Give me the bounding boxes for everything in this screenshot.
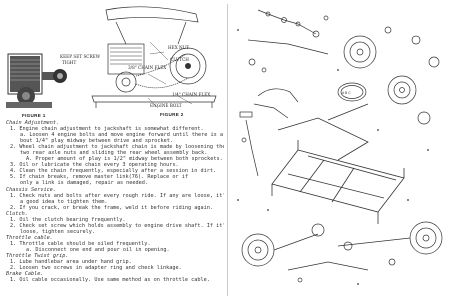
hex-nut-label: HEX NUT [168, 45, 190, 50]
instruction-line: a. Disconnect one end and pour oil in op… [26, 246, 170, 253]
instruction-line: 2. Loosen two screws in adapter ring and… [10, 265, 182, 272]
instruction-line: loose, tighten securely. [20, 228, 95, 235]
svg-text:A B C: A B C [342, 91, 351, 95]
right-page: A B C [228, 0, 450, 300]
instruction-line: Clutch. [6, 210, 28, 217]
instruction-line: bout 1/4" play midway between drive and … [20, 138, 174, 145]
left-page: KEEP SET SCREW TIGHT FIGURE 1 HEX NUT CL… [6, 6, 224, 283]
instruction-line: a good idea to tighten them. [20, 198, 108, 205]
instruction-line: Chassis Service. [6, 186, 56, 193]
instruction-line: 1. Engine chain adjustment to jackshaft … [10, 126, 204, 133]
instruction-line: Brake Cable. [6, 271, 44, 278]
instruction-line: Throttle cable. [6, 234, 53, 241]
figure-1-caption: FIGURE 1 [22, 113, 46, 118]
instruction-line: a. Loosen 4 engine bolts and move engine… [20, 132, 224, 139]
instruction-line: 1. Oil the clutch bearing frequently. [10, 216, 126, 223]
instruction-line: 1. Oil cable occasionally. Use same meth… [10, 277, 210, 284]
instruction-line: 4. Clean the chain frequently, especiall… [10, 168, 217, 175]
instruction-line: 2. Wheel chain adjustment to jackshaft c… [10, 144, 224, 151]
instruction-line: A. Proper amount of play is 1/2" midway … [26, 156, 223, 163]
exploded-parts-diagram: A B C [237, 9, 443, 285]
clutch-label: CLUTCH [170, 57, 189, 62]
keep-set-screw-label: KEEP SET SCREW [60, 54, 101, 59]
instruction-line: two rear axle nuts and sliding the rear … [20, 150, 208, 157]
instruction-line: 1. Check nuts and bolts after every roug… [10, 192, 224, 199]
instruction-line: 1. Lube handlebar area under hand grip. [10, 259, 132, 266]
instruction-line: Chain Adjustment. [6, 120, 60, 126]
instruction-line: 2. If you crack, or break the frame, wel… [10, 204, 214, 211]
tight-label: TIGHT [62, 60, 77, 65]
instruction-line: 1. Throttle cable should be oiled freque… [10, 240, 151, 247]
page-divider [227, 4, 228, 296]
engine-clutch-illustration [6, 53, 67, 108]
instruction-line: 5. If chain breaks, remove master link(7… [10, 174, 189, 181]
engine-bolt-label: ENGINE BOLT [150, 103, 182, 108]
chain-flex-2-label: 1/4" CHAIN FLEX [172, 92, 211, 97]
instruction-line: Throttle Twist grip. [6, 253, 69, 260]
chassis-chain-illustration [91, 6, 217, 109]
instruction-line: only a link is damaged, repair as needed… [20, 180, 149, 187]
instruction-line: 3. Oil or lubricate the chain every 3 op… [10, 162, 179, 169]
instruction-line: 2. Check set screw which holds assembly … [10, 222, 224, 229]
figure-2-caption: FIGURE 2 [160, 112, 184, 117]
maintenance-instructions: Chain Adjustment. 1. Engine chain adjust… [6, 120, 224, 283]
chain-flex-label: 3/8" CHAIN FLEX [128, 65, 167, 70]
